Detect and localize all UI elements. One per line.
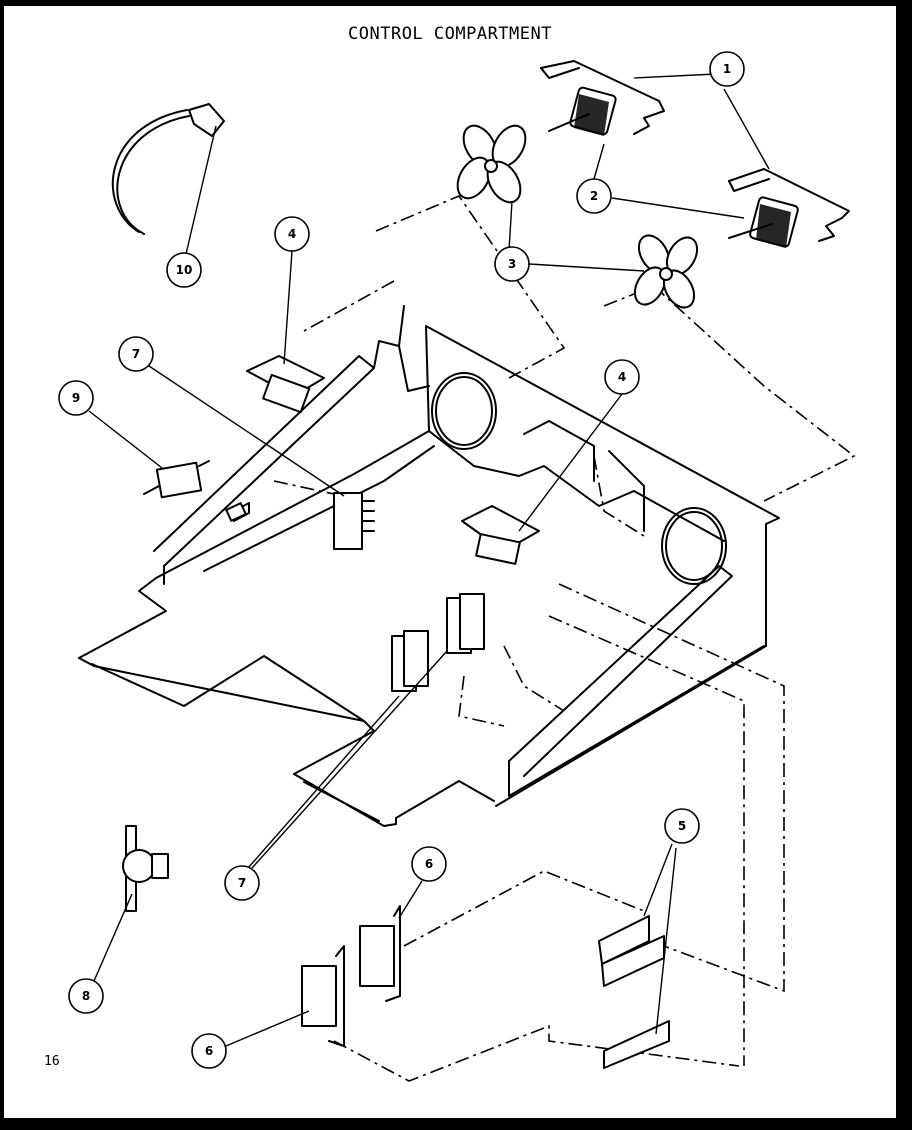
callout-label: 6 bbox=[425, 857, 433, 871]
callout-label: 10 bbox=[176, 263, 193, 277]
callout-4: 4 bbox=[604, 359, 640, 395]
fan-blade bbox=[456, 124, 699, 309]
fan-bracket bbox=[540, 60, 850, 242]
exploded-parts-diagram: 1 2 3 4 4 5 6 6 7 7 8 9 10 bbox=[58, 51, 856, 1082]
callout-label: 1 bbox=[723, 62, 731, 76]
callout-label: 5 bbox=[678, 819, 686, 833]
callout-6: 6 bbox=[191, 1033, 227, 1069]
page-number: 16 bbox=[44, 1054, 60, 1069]
terminal-block-6 bbox=[301, 905, 401, 1047]
callout-label: 7 bbox=[238, 876, 246, 890]
callout-7: 7 bbox=[224, 865, 260, 901]
fan-motor bbox=[548, 86, 799, 248]
component-4 bbox=[246, 355, 540, 565]
callout-7: 7 bbox=[118, 336, 154, 372]
callout-3: 3 bbox=[494, 246, 530, 282]
callout-label: 4 bbox=[618, 370, 626, 384]
callout-label: 6 bbox=[205, 1044, 213, 1058]
callout-label: 7 bbox=[132, 347, 140, 361]
callout-6: 6 bbox=[411, 846, 447, 882]
switch-component bbox=[143, 460, 210, 499]
callout-1: 1 bbox=[709, 51, 745, 87]
callout-label: 9 bbox=[72, 391, 80, 405]
diagram-title: CONTROL COMPARTMENT bbox=[348, 24, 552, 44]
callout-4: 4 bbox=[274, 216, 310, 252]
bracket-5 bbox=[598, 915, 670, 1069]
terminal-block bbox=[333, 492, 485, 692]
control-compartment-tray bbox=[78, 305, 780, 827]
callout-label: 4 bbox=[288, 227, 296, 241]
diagram-sheet: CONTROL COMPARTMENT bbox=[4, 6, 896, 1118]
callout-9: 9 bbox=[58, 380, 94, 416]
callout-label: 3 bbox=[508, 257, 516, 271]
callout-2: 2 bbox=[576, 178, 612, 214]
callout-label: 2 bbox=[590, 189, 598, 203]
power-cord bbox=[111, 103, 225, 235]
callout-8: 8 bbox=[68, 978, 104, 1014]
callout-10: 10 bbox=[166, 252, 202, 288]
callout-5: 5 bbox=[664, 808, 700, 844]
leader-lines bbox=[88, 73, 770, 1047]
callout-label: 8 bbox=[82, 989, 90, 1003]
thermostat bbox=[122, 825, 169, 912]
